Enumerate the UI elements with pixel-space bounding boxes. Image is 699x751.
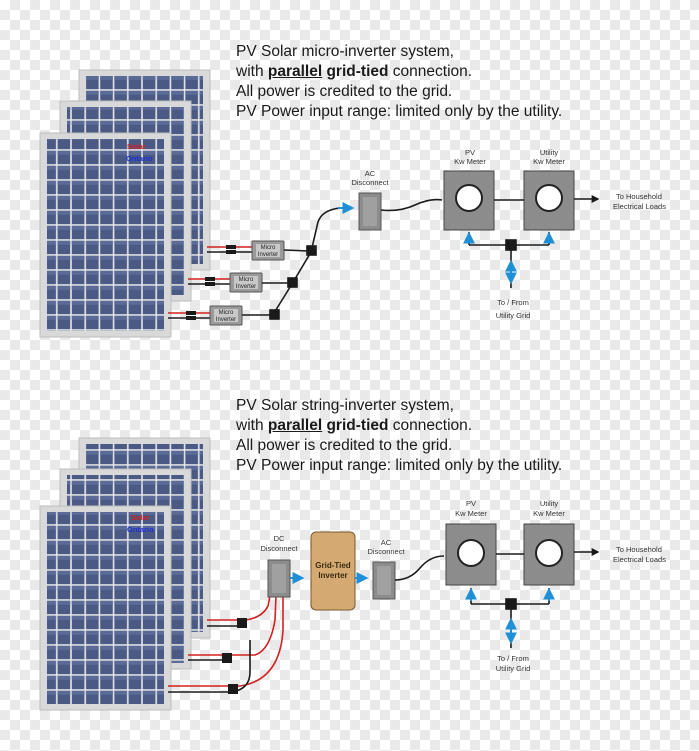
top-caption: PV Solar micro-inverter system, with par… bbox=[236, 42, 696, 122]
top-pv-meter-label-2: Kw Meter bbox=[454, 157, 486, 166]
top-ac-trunk bbox=[242, 207, 341, 320]
bottom-caption-line-4: PV Power input range: limited only by th… bbox=[236, 457, 563, 474]
bottom-grid-label-2: Utility Grid bbox=[496, 664, 531, 673]
top-caption-line-4: PV Power input range: limited only by th… bbox=[236, 103, 563, 120]
bottom-household-label-1: To Household bbox=[616, 545, 662, 554]
bottom-caption-line-2: with parallel grid-tied connection. bbox=[236, 416, 696, 436]
bottom-caption-line-1: PV Solar string-inverter system, bbox=[236, 397, 454, 414]
bottom-caption-with: with bbox=[236, 417, 268, 434]
top-micro-inverter-3-label-1: Micro bbox=[219, 310, 234, 316]
bottom-grid-label-1: To / From bbox=[497, 654, 529, 663]
top-utility-meter-label-2: Kw Meter bbox=[533, 157, 565, 166]
bottom-wire-to-pv-meter bbox=[394, 555, 445, 581]
bottom-caption-connection: connection. bbox=[388, 417, 473, 434]
bottom-string-wiring bbox=[168, 595, 284, 694]
bottom-dc-disconnect: DC Disconnect bbox=[260, 534, 298, 598]
bottom-grid-inverter-label-2: Inverter bbox=[318, 571, 347, 580]
top-panel-brand-ontario: Ontario bbox=[126, 154, 153, 163]
top-caption-connection: connection. bbox=[388, 63, 473, 80]
bottom-pv-meter-label-1: PV bbox=[466, 499, 476, 508]
bottom-grid-inverter-label-1: Grid-Tied bbox=[315, 561, 351, 570]
bottom-grid-tied-inverter: Grid-Tied Inverter bbox=[310, 531, 356, 611]
bottom-solar-panels: Solar Ontario bbox=[39, 437, 211, 711]
bottom-panel-brand-solar: Solar bbox=[131, 513, 150, 522]
bottom-ac-disconnect: AC Disconnect bbox=[367, 538, 405, 600]
top-wire-to-pv-meter bbox=[380, 198, 443, 212]
top-micro-inverter-3: Micro Inverter bbox=[209, 305, 243, 326]
top-household-label-1: To Household bbox=[616, 192, 662, 201]
top-pv-meter: PV Kw Meter bbox=[443, 148, 495, 231]
top-caption-line-3: All power is credited to the grid. bbox=[236, 83, 453, 100]
bottom-panel-front: Solar Ontario bbox=[39, 505, 172, 711]
bottom-ac-disconnect-label-2: Disconnect bbox=[367, 547, 405, 556]
top-micro-inverter-2: Micro Inverter bbox=[229, 272, 263, 293]
top-ac-disconnect-label-1: AC bbox=[365, 169, 376, 178]
bottom-ac-disconnect-label-1: AC bbox=[381, 538, 392, 547]
top-pv-meter-label-1: PV bbox=[465, 148, 475, 157]
top-micro-inverter-1-label-1: Micro bbox=[261, 245, 276, 251]
top-grid-label-1: To / From bbox=[497, 298, 529, 307]
top-grid-branch bbox=[468, 232, 550, 288]
bottom-panel-brand-ontario: Ontario bbox=[127, 525, 154, 534]
bottom-dc-disconnect-label-1: DC bbox=[274, 534, 285, 543]
bottom-dc-disconnect-label-2: Disconnect bbox=[260, 544, 298, 553]
top-caption-grid-tied: grid-tied bbox=[326, 63, 389, 80]
bottom-caption-grid-tied: grid-tied bbox=[326, 417, 389, 434]
bottom-household-label-2: Electrical Loads bbox=[613, 555, 666, 564]
bottom-utility-meter: Utility Kw Meter bbox=[523, 499, 575, 586]
top-utility-meter-label-1: Utility bbox=[540, 148, 559, 157]
top-grid-label-2: Utility Grid bbox=[496, 311, 531, 320]
top-micro-inverter-1: Micro Inverter bbox=[251, 240, 285, 261]
bottom-utility-meter-label-2: Kw Meter bbox=[533, 509, 565, 518]
top-micro-inverter-2-label-1: Micro bbox=[239, 277, 254, 283]
top-micro-wiring bbox=[168, 245, 252, 320]
top-micro-inverter-2-label-2: Inverter bbox=[236, 284, 256, 290]
top-micro-inverter-3-label-2: Inverter bbox=[216, 317, 236, 323]
bottom-caption: PV Solar string-inverter system, with pa… bbox=[236, 396, 696, 476]
bottom-pv-meter: PV Kw Meter bbox=[445, 499, 497, 586]
top-caption-parallel: parallel bbox=[267, 63, 323, 80]
top-caption-with: with bbox=[236, 63, 268, 80]
bottom-caption-parallel: parallel bbox=[267, 417, 323, 434]
top-household-label-2: Electrical Loads bbox=[613, 202, 666, 211]
top-utility-meter: Utility Kw Meter bbox=[523, 148, 575, 231]
top-ac-disconnect: AC Disconnect bbox=[351, 169, 389, 231]
top-micro-inverter-1-label-2: Inverter bbox=[258, 252, 278, 258]
top-panel-front: Solar Ontario bbox=[39, 132, 172, 338]
top-caption-line-2: with parallel grid-tied connection. bbox=[236, 62, 696, 82]
bottom-caption-line-3: All power is credited to the grid. bbox=[236, 437, 453, 454]
top-panel-brand-solar: Solar bbox=[127, 142, 146, 151]
bottom-utility-meter-label-1: Utility bbox=[540, 499, 559, 508]
top-solar-panels: Solar Ontario bbox=[39, 69, 211, 338]
top-caption-line-1: PV Solar micro-inverter system, bbox=[236, 43, 454, 60]
top-ac-disconnect-label-2: Disconnect bbox=[351, 178, 389, 187]
bottom-pv-meter-label-2: Kw Meter bbox=[455, 509, 487, 518]
